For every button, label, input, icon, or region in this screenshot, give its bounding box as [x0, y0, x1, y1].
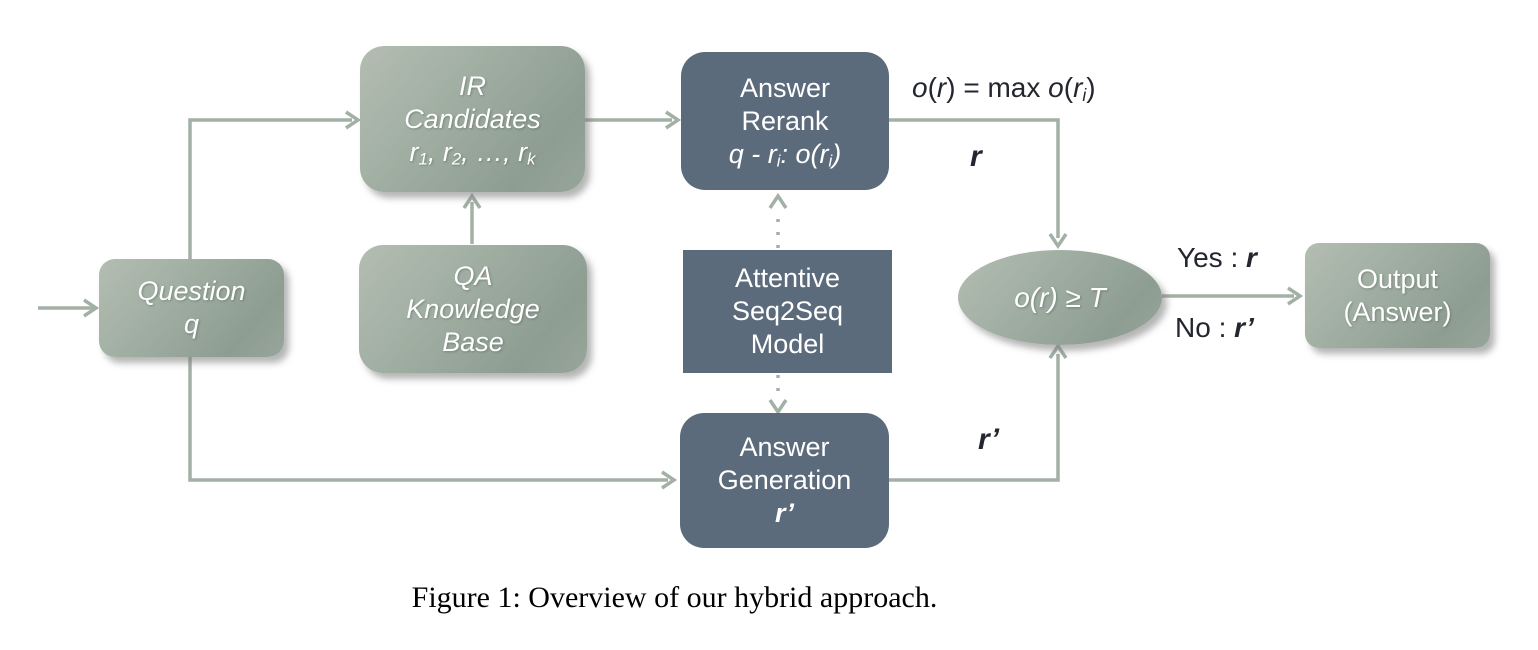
qa-knowledge-base-label-line3: Base [442, 326, 504, 357]
question-label-line2: q [183, 309, 200, 339]
answer-generation-label-line1: Answer [739, 432, 830, 462]
arrow-knowledge-base-to-ir-candidates [462, 192, 482, 244]
answer-rerank-label-line1: Answer [739, 72, 831, 103]
attentive-seq2seq-label-line2: Seq2Seq [731, 296, 844, 326]
arrow-decision-to-output [1162, 286, 1304, 306]
arrow-answer-generation-to-decision [889, 342, 1068, 482]
arrow-input-to-question [38, 298, 100, 318]
answer-rerank-node: Answer Rerank q - ri: o(ri) [681, 52, 889, 190]
answer-generation-node: Answer Generation r’ [680, 413, 889, 548]
attentive-seq2seq-label-line3: Model [750, 329, 825, 359]
answer-generation-label-line3: r’ [774, 498, 794, 528]
arrow-seq2seq-to-answer-rerank-dotted [768, 192, 788, 248]
output-label-line2: (Answer) [1343, 296, 1452, 327]
ir-candidates-label-line1: IR [459, 70, 486, 101]
ir-candidates-label-line3: r1, r2, …, rk [409, 136, 536, 169]
yes-branch-label: Yes : r [1177, 242, 1257, 273]
max-score-formula-label: o(r) = max o(ri) [912, 72, 1096, 105]
r-prime-edge-label: r’ [978, 423, 1000, 456]
no-branch-label: No : r’ [1175, 312, 1254, 343]
arrow-question-to-answer-generation [188, 357, 678, 490]
arrow-answer-rerank-to-decision [889, 118, 1068, 250]
qa-knowledge-base-node: QA Knowledge Base [359, 245, 587, 373]
ir-candidates-label-line2: Candidates [404, 103, 541, 134]
attentive-seq2seq-node: Attentive Seq2Seq Model [683, 250, 892, 373]
arrow-seq2seq-to-answer-generation-dotted [768, 375, 788, 416]
threshold-decision-label: o(r) ≥ T [1014, 282, 1106, 313]
arrow-ir-candidates-to-answer-rerank [585, 110, 682, 130]
qa-knowledge-base-label-line1: QA [453, 260, 493, 291]
output-label-line1: Output [1356, 263, 1439, 294]
r-edge-label: r [970, 140, 982, 173]
figure-caption: Figure 1: Overview of our hybrid approac… [411, 581, 938, 614]
qa-knowledge-base-label-line2: Knowledge [406, 293, 540, 324]
ir-candidates-node: IR Candidates r1, r2, …, rk [360, 46, 585, 192]
question-label-line1: Question [137, 276, 246, 306]
attentive-seq2seq-label-line1: Attentive [734, 263, 841, 293]
output-node: Output (Answer) [1305, 243, 1490, 348]
question-node: Question q [99, 259, 284, 357]
answer-generation-label-line2: Generation [717, 465, 852, 495]
answer-rerank-label-line2: Rerank [741, 105, 829, 136]
answer-rerank-label-line3: q - ri: o(ri) [728, 138, 842, 171]
arrow-question-to-ir-candidates [188, 110, 362, 260]
threshold-decision-ellipse: o(r) ≥ T [958, 250, 1162, 345]
